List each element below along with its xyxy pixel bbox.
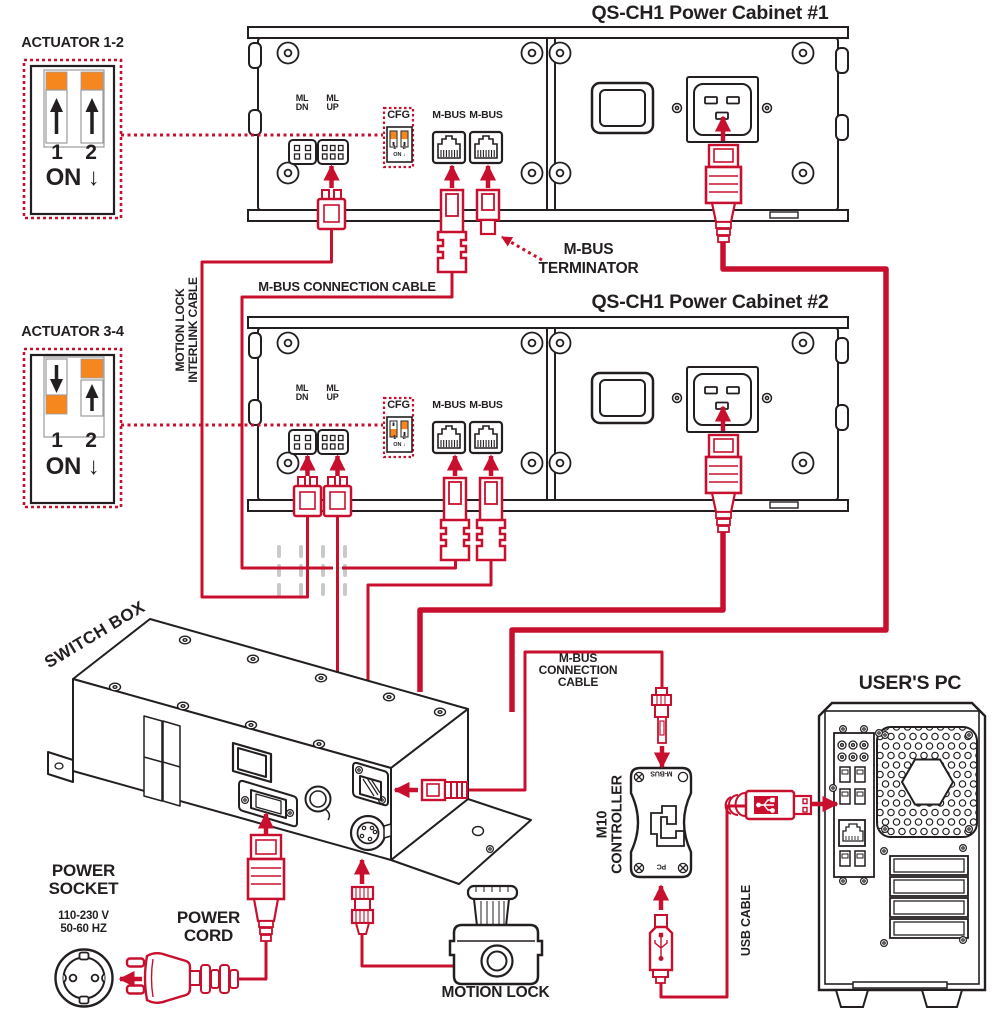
actuator34-on-label: ON ↓ [45,453,100,480]
actuator-1-2-panel [22,58,123,220]
mbus-connection-cable-label: M-BUS CONNECTION CABLE [258,279,436,294]
mbus-connection-cable-2 [466,650,664,792]
usb-a-connector [724,789,813,821]
mbus-connector-m10 [651,687,672,744]
switchbox-rail-bracket [143,715,181,807]
actuator12-title: ACTUATOR 1-2 [21,35,124,51]
m10-mbus-port-label: M-BUS [650,769,673,777]
cab2-cfg-label: CFG [387,399,410,411]
cab2-mbus-port2-label: M-BUS [469,399,503,411]
iec-plug-cabinet2 [704,433,743,533]
switch-box [47,618,532,885]
usb-b-connector [648,914,674,984]
power-cord-cable [238,940,268,981]
cab1-cfg-label: CFG [387,109,410,121]
schuko-plug [125,952,239,1004]
usb-ports [839,766,866,867]
cabinet2-title: QS-CH1 Power Cabinet #2 [591,291,829,313]
ethernet-port [838,819,866,847]
m10-logo-icon [650,805,685,847]
switchbox-ethercon-connector [352,761,389,807]
mbus-cable-to-switchbox [366,558,493,681]
switchbox-din-connector [349,814,392,852]
power-cable-cabinet1 [509,242,889,712]
actuator12-on-label: ON ↓ [45,164,100,191]
power-socket [54,948,114,1008]
actuator-3-4-panel [22,347,123,509]
users-pc-tower [817,701,987,1008]
expansion-slots [889,855,969,939]
audio-jacks [837,740,869,762]
cfg-dip-cabinet2 [382,396,415,459]
motion-lock-connector [350,885,375,935]
actuator12-switch2-label: 2 [85,141,97,164]
cab2-cfg-on: ON ↓ [393,442,406,448]
mbus-connection-cable-1 [240,270,457,570]
flow-arrows [118,115,839,988]
switchbox-cable-gland [304,785,332,821]
cab1-mbus-port2-label: M-BUS [469,109,503,121]
motion-lock-label: MOTION LOCK [441,984,550,1001]
motion-lock-button [448,884,544,986]
users-pc-title: USER'S PC [858,672,962,694]
cab2-cfg-scale: 1 2 [393,435,406,441]
actuator12-switch1-label: 1 [51,141,63,164]
pc-foot [834,989,870,1008]
power-cabinet-2 [248,317,848,511]
cab1-cfg-scale: 1 2 [393,145,406,151]
cfg-dip-cabinet1 [382,106,415,169]
mbus-terminator-plug [475,188,501,236]
motion-lock-cable [360,934,486,968]
actuator34-switch2-label: 2 [85,429,97,452]
switchbox-rocker-switch [231,741,273,784]
usb-cable-label: USB CABLE [738,885,753,957]
cab2-mbus-port1-label: M-BUS [432,399,466,411]
cab1-mbus-port1-label: M-BUS [432,109,466,121]
rj45-plug-ethercon [420,778,468,802]
iec-plug-cabinet1 [704,143,743,243]
cabinet1-title: QS-CH1 Power Cabinet #1 [591,2,829,24]
switchbox-power-inlet [238,779,298,828]
m10-controller [629,766,693,879]
usb-icon [756,797,775,813]
actuator34-title: ACTUATOR 3-4 [21,324,124,340]
cab1-cfg-on: ON ↓ [393,152,406,158]
actuator34-switch1-label: 1 [51,429,63,452]
usb-cable [659,804,745,999]
terminator-pointer-arrow [501,235,543,262]
cabinet1-plugs [316,188,501,274]
iec-plug-switchbox [246,833,286,942]
motion-lock-interlink-cable [200,228,333,599]
pc-foot [920,989,964,1008]
fan-hub [900,758,955,806]
m10-pc-port-label: PC [656,862,667,870]
power-cable-cabinet2 [417,532,726,692]
